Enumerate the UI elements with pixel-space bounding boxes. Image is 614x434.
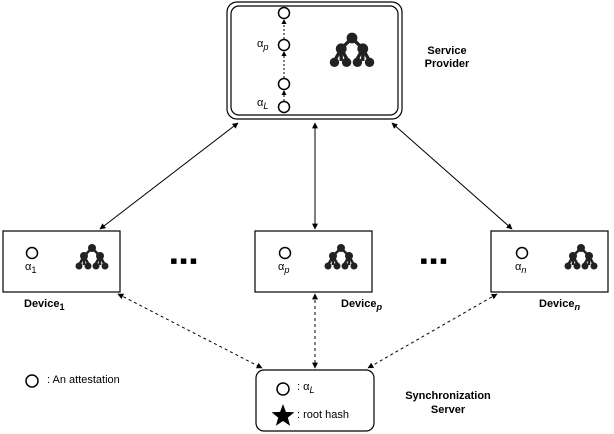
legend-attestation-label: : An attestation — [47, 374, 120, 386]
alpha-l-sub: L — [263, 101, 269, 112]
alpha-p-base: α — [257, 38, 264, 50]
alpha-p-label: αp — [257, 38, 268, 52]
service-provider-box — [226, 1, 403, 120]
attestation-circle — [25, 246, 39, 260]
device-p-name: Device — [341, 298, 377, 310]
device-n-alpha: αn — [515, 261, 526, 275]
alpha-l-label: αL — [257, 97, 268, 111]
sync-alpha-label: : αL — [297, 381, 315, 395]
device-n-alpha-base: α — [515, 261, 522, 273]
attestation-chain — [277, 6, 291, 114]
device-n-box — [490, 230, 609, 293]
device-1-alpha-sub: 1 — [31, 265, 37, 276]
service-provider-label-line2: Provider — [424, 58, 470, 70]
alpha-l-base: α — [257, 97, 264, 109]
attestation-circle — [277, 6, 291, 20]
service-provider-label-line1: Service — [427, 45, 467, 57]
ellipsis-left: ▪▪▪ — [170, 248, 200, 273]
dashed-arrow-device-1 — [117, 293, 263, 369]
device-n-name: Device — [539, 298, 575, 310]
device-1-sub: 1 — [59, 302, 65, 313]
service-provider-box-inner — [230, 5, 399, 116]
device-1-name: Device — [24, 298, 60, 310]
root-hash-label: : root hash — [297, 409, 349, 421]
ellipsis-right: ▪▪▪ — [420, 248, 450, 273]
device-p-label: Devicep — [341, 298, 382, 312]
sync-alpha-sub: L — [309, 385, 315, 396]
sync-arrow-device-1 — [99, 122, 239, 230]
device-p-alpha-sub: p — [284, 265, 290, 276]
device-1-alpha-base: α — [25, 261, 32, 273]
device-1-alpha: α1 — [25, 261, 36, 275]
attestation-circle — [515, 246, 529, 260]
attestation-circle — [278, 246, 292, 260]
root-hash-star-icon — [271, 404, 295, 426]
sync-server-label-line2: Server — [430, 404, 466, 416]
device-n-alpha-sub: n — [521, 265, 527, 276]
device-1-label: Device1 — [24, 298, 65, 312]
device-p-sub: p — [376, 302, 383, 313]
device-p-alpha-base: α — [278, 261, 285, 273]
legend-attestation-circle — [25, 374, 39, 388]
attestation-circle — [277, 100, 291, 114]
sync-alpha-text: : α — [297, 381, 310, 393]
dashed-arrow-device-n — [367, 293, 498, 369]
sync-arrow-device-n — [391, 122, 513, 230]
device-p-alpha: αp — [278, 261, 289, 275]
service-provider-label: Service Provider — [425, 45, 470, 71]
device-n-label: Devicen — [539, 298, 580, 312]
attestation-circle — [277, 38, 291, 52]
sync-server-box — [255, 369, 375, 432]
alpha-p-sub: p — [263, 42, 269, 53]
sync-server-label-line1: Synchronization — [405, 390, 491, 402]
attestation-circle — [276, 382, 290, 396]
device-n-sub: n — [574, 302, 581, 313]
attestation-circle — [277, 77, 291, 91]
device-p-box — [254, 230, 373, 293]
sync-server-label: Synchronization Server — [405, 389, 491, 417]
